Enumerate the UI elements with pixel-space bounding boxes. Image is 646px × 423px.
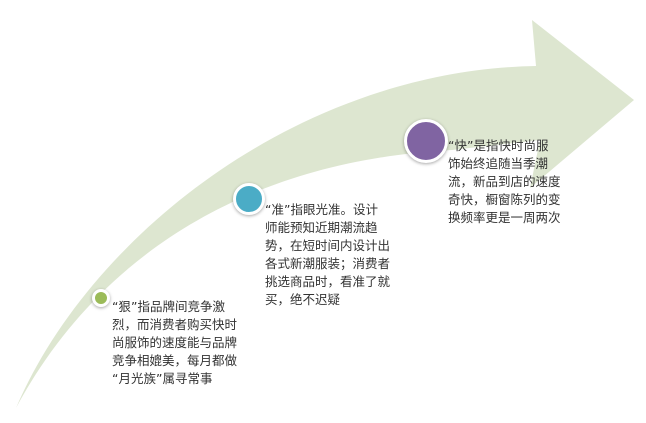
arrow-shape [16, 20, 634, 408]
point-text-zhun: “准”指眼光准。设计 师能预知近期潮流趋 势，在短时间内设计出 各式新潮服装；消… [265, 202, 391, 307]
point-marker-small [92, 289, 110, 307]
point-text-hen: “狠”指品牌间竞争激 烈，而消费者购买快时 尚服饰的速度能与品牌 竞争相媲美，每… [112, 299, 238, 386]
point-marker-medium [233, 183, 265, 215]
point-marker-large [404, 119, 448, 163]
point-text-kuai: “快”是指快时尚服 饰始终追随当季潮 流，新品到店的速度 奇快，橱窗陈列的变 换… [448, 138, 561, 225]
